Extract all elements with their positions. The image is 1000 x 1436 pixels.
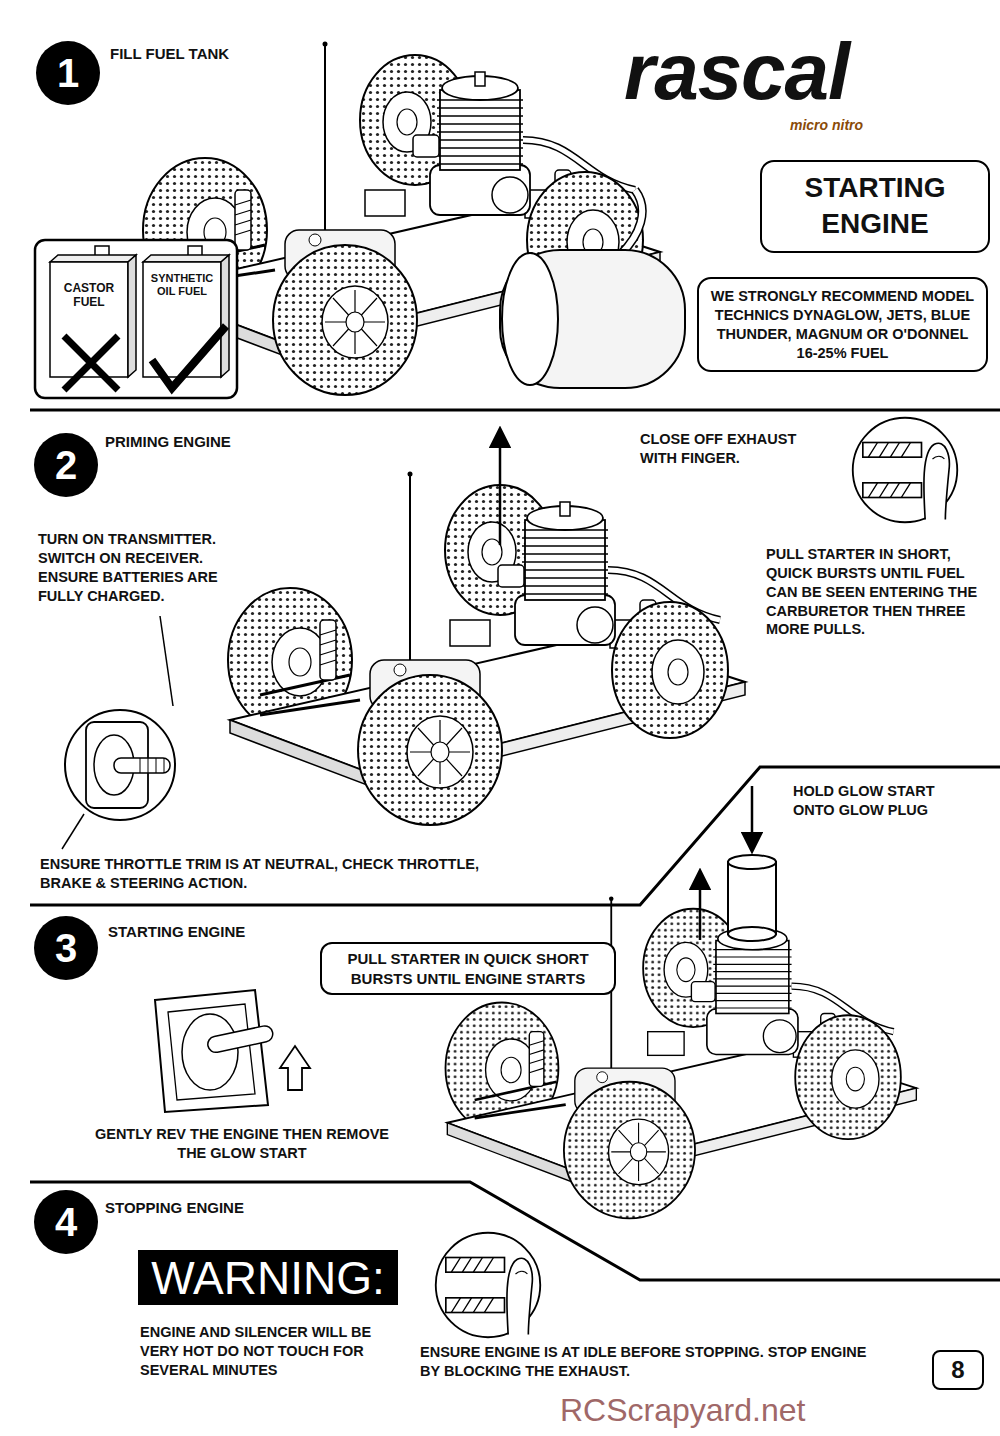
can-label: SYNTHETIC OIL FUEL — [146, 272, 218, 298]
heading-box: STARTING ENGINE — [760, 160, 990, 253]
warning-text: ENGINE AND SILENCER WILL BE VERY HOT DO … — [140, 1323, 405, 1380]
step-number-text: 3 — [55, 926, 77, 971]
step-number: 4 — [34, 1190, 98, 1254]
box-text: PULL STARTER IN QUICK SHORT BURSTS UNTIL… — [330, 949, 606, 988]
glow-starter — [728, 855, 776, 941]
pull-arrow — [699, 872, 702, 940]
box-text: STARTING ENGINE — [770, 170, 980, 243]
instruction-text: TURN ON TRANSMITTER. SWITCH ON RECEIVER.… — [38, 530, 256, 605]
instruction-text: CLOSE OFF EXHAUST WITH FINGER. — [640, 430, 835, 468]
instruction-text: HOLD GLOW START ONTO GLOW PLUG — [793, 782, 978, 820]
step-title: STARTING ENGINE — [108, 922, 308, 942]
starter-inset — [65, 710, 175, 820]
exhaust-finger-icon — [436, 1233, 541, 1338]
pull-arrow — [499, 430, 502, 545]
instruction-text: GENTLY REV THE ENGINE THEN REMOVE THE GL… — [92, 1125, 392, 1163]
step-number-text: 4 — [55, 1200, 77, 1245]
box-text: WARNING: — [151, 1251, 384, 1305]
step-number: 3 — [34, 916, 98, 980]
glow-arrow — [751, 786, 754, 850]
instruction-text: PULL STARTER IN SHORT, QUICK BURSTS UNTI… — [766, 545, 994, 639]
logo-subtitle: micro nitro — [790, 116, 980, 134]
step-number-text: 1 — [57, 51, 79, 96]
divider-line — [30, 767, 1000, 905]
step-number-text: 2 — [55, 443, 77, 488]
step-title: PRIMING ENGINE — [105, 432, 325, 452]
step-number: 1 — [36, 41, 100, 105]
exhaust-finger-icon — [853, 418, 958, 523]
fuel-panel — [35, 240, 237, 398]
step-number: 2 — [34, 433, 98, 497]
watermark: RCScrapyard.net — [560, 1390, 900, 1432]
instruction-box: PULL STARTER IN QUICK SHORT BURSTS UNTIL… — [320, 942, 616, 995]
box-text: WE STRONGLY RECOMMEND MODEL TECHNICS DYN… — [709, 287, 976, 362]
step-title: STOPPING ENGINE — [105, 1198, 325, 1218]
step-title: FILL FUEL TANK — [110, 44, 310, 64]
fuel-note-box: WE STRONGLY RECOMMEND MODEL TECHNICS DYN… — [697, 277, 988, 372]
leader-line — [62, 814, 84, 849]
truck-illustration — [228, 472, 745, 826]
leader-line — [160, 616, 173, 706]
silencer — [500, 190, 685, 388]
instruction-text: ENSURE ENGINE IS AT IDLE BEFORE STOPPING… — [420, 1343, 870, 1381]
can-label: CASTOR FUEL — [54, 282, 124, 310]
logo-text: rascal — [624, 28, 994, 116]
instruction-text: ENSURE THROTTLE TRIM IS AT NEUTRAL, CHEC… — [40, 855, 480, 893]
warning-band: WARNING: — [138, 1250, 398, 1305]
page-number-box: 8 — [932, 1350, 984, 1390]
box-text: 8 — [951, 1354, 964, 1385]
starter-inset — [155, 990, 310, 1112]
divider-line — [30, 409, 1000, 412]
